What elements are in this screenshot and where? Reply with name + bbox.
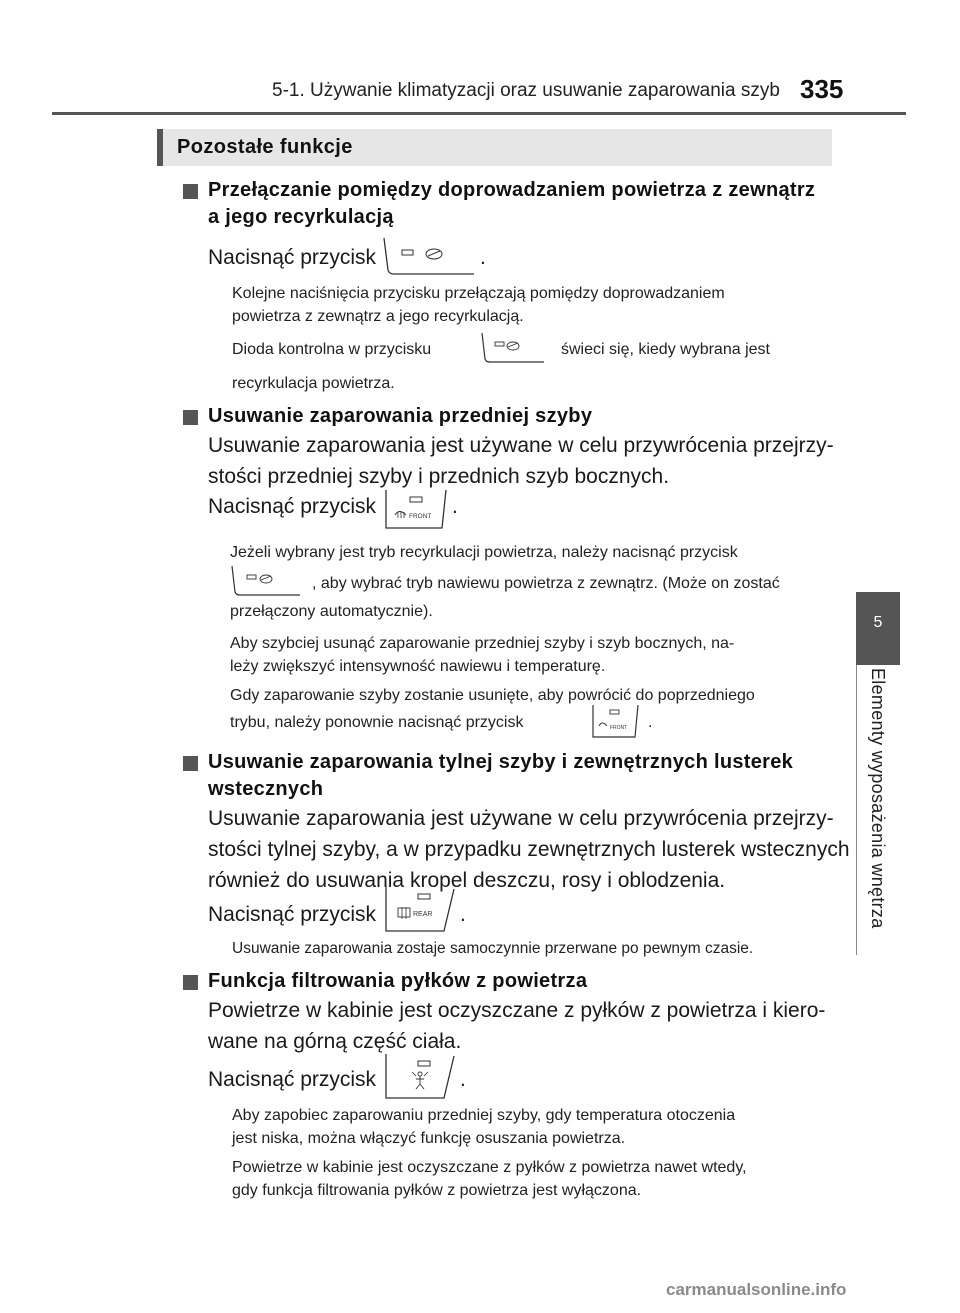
note-front-defog-3-l1: Gdy zaparowanie szyby zostanie usunięte,… <box>230 687 755 704</box>
heading-rear-defog-l1: Usuwanie zaparowania tylnej szyby i zewn… <box>208 751 794 773</box>
front-defog-button: FRONT <box>382 488 448 530</box>
period: . <box>480 246 486 269</box>
chapter-number: 5 <box>873 614 883 631</box>
press-instruction: Nacisnąć przycisk <box>208 495 377 518</box>
note-recirculation-2-a: Dioda kontrolna w przycisku <box>232 341 432 358</box>
bullet-square <box>183 756 198 771</box>
section-bar-accent <box>157 129 163 166</box>
bullet-square <box>183 184 198 199</box>
page-number: 335 <box>800 74 844 104</box>
recirculation-button <box>382 234 476 276</box>
running-header: 5-1. Używanie klimatyzacji oraz usuwanie… <box>272 80 780 101</box>
note-front-defog-1-l3: przełączony automatycznie). <box>230 603 433 620</box>
note-front-defog-2-l1: Aby szybciej usunąć zaparowanie przednie… <box>230 635 735 652</box>
front-button-label: FRONT <box>610 725 627 731</box>
note-front-defog-3-l2: trybu, należy ponownie nacisnąć przycisk <box>230 714 524 731</box>
heading-recirculation-l1: Przełączanie pomiędzy doprowadzaniem pow… <box>208 179 816 201</box>
period: . <box>648 714 653 731</box>
heading-front-defog: Usuwanie zaparowania przedniej szyby <box>208 405 593 427</box>
heading-rear-defog-l2: wstecznych <box>208 778 324 800</box>
note-front-defog-2-l2: leży zwiększyć intensywność nawiewu i te… <box>230 658 606 675</box>
note-front-defog-1-l1: Jeżeli wybrany jest tryb recyrkulacji po… <box>230 544 738 561</box>
note-recirculation-1-l1: Kolejne naciśnięcia przycisku przełączaj… <box>232 285 725 302</box>
front-button-label: FRONT <box>409 513 431 520</box>
section-bar: Pozostałe funkcje <box>157 129 832 166</box>
pollen-filter-button <box>382 1052 456 1100</box>
body-rear-defog-l1: Usuwanie zaparowania jest używane w celu… <box>208 807 834 830</box>
recirculation-button-inline <box>230 563 302 597</box>
period: . <box>460 903 466 926</box>
bullet-square <box>183 410 198 425</box>
note-pollen-2-l2: gdy funkcja filtrowania pyłków z powietr… <box>232 1182 642 1199</box>
chapter-tab <box>856 592 900 665</box>
note-recirculation-2-b: świeci się, kiedy wybrana jest <box>561 341 770 358</box>
watermark: carmanualsonline.info <box>666 1280 847 1299</box>
body-rear-defog-l3: również do usuwania kropel deszczu, rosy… <box>208 869 726 892</box>
body-pollen-l2: wane na górną część ciała. <box>208 1030 462 1053</box>
recirculation-button-inline <box>480 330 546 364</box>
chapter-title: Elementy wyposażenia wnętrza <box>868 668 888 929</box>
body-pollen-l1: Powietrze w kabinie jest oczyszczane z p… <box>208 999 826 1022</box>
chapter-tab-divider <box>856 665 901 955</box>
header-divider <box>52 112 906 115</box>
note-recirculation-2-c: recyrkulacja powietrza. <box>232 375 395 392</box>
period: . <box>460 1068 466 1091</box>
heading-recirculation-l2: a jego recyrkulacją <box>208 206 394 228</box>
body-rear-defog-l2: stości tylnej szyby, a w przypadku zewnę… <box>208 838 850 861</box>
heading-pollen: Funkcja filtrowania pyłków z powietrza <box>208 970 588 992</box>
section-title: Pozostałe funkcje <box>177 136 353 158</box>
note-recirculation-1-l2: powietrza z zewnątrz a jego recyrkulacją… <box>232 308 524 325</box>
note-pollen-2-l1: Powietrze w kabinie jest oczyszczane z p… <box>232 1159 747 1176</box>
press-instruction: Nacisnąć przycisk <box>208 903 377 926</box>
note-pollen-1-l1: Aby zapobiec zaparowaniu przedniej szyby… <box>232 1107 736 1124</box>
press-instruction: Nacisnąć przycisk <box>208 246 377 269</box>
bullet-square <box>183 975 198 990</box>
rear-button-label: REAR <box>413 911 432 918</box>
note-front-defog-1-l2: , aby wybrać tryb nawiewu powietrza z ze… <box>312 575 780 592</box>
note-pollen-1-l2: jest niska, można włączyć funkcję osusza… <box>232 1130 626 1147</box>
press-instruction: Nacisnąć przycisk <box>208 1068 377 1091</box>
front-defog-button-inline: FRONT <box>590 703 640 739</box>
body-front-defog-l1: Usuwanie zaparowania jest używane w celu… <box>208 434 834 457</box>
note-rear-defog: Usuwanie zaparowania zostaje samoczynnie… <box>232 940 754 957</box>
rear-defog-button: REAR <box>382 885 456 933</box>
body-front-defog-l2: stości przedniej szyby i przednich szyb … <box>208 465 670 488</box>
period: . <box>452 495 458 518</box>
